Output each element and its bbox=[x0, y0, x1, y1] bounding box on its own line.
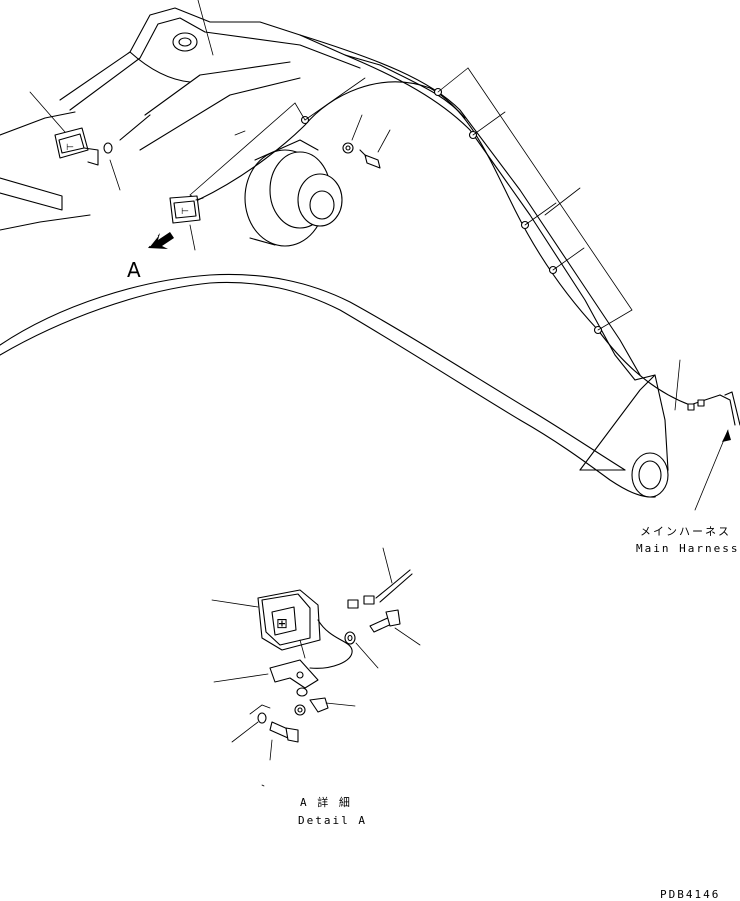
connector-1 bbox=[347, 599, 359, 609]
svg-text:⊢: ⊢ bbox=[66, 143, 74, 153]
detail-title-jp: A 詳 細 bbox=[300, 795, 352, 809]
drawing-number: PDB4146 bbox=[660, 888, 720, 901]
callout-brackets bbox=[189, 0, 681, 411]
view-arrow-a: A bbox=[127, 232, 174, 282]
working-lamp-upper: ⊢ bbox=[29, 91, 121, 191]
working-lamp-lower: ⊢ bbox=[169, 195, 204, 251]
lamp-lens-mark: ⊞ bbox=[276, 616, 288, 632]
connector-2 bbox=[363, 595, 375, 605]
detail-title-en: Detail A bbox=[298, 814, 367, 827]
bolt-washer-upper bbox=[342, 114, 391, 169]
svg-text:⊢: ⊢ bbox=[181, 207, 189, 217]
boom bbox=[0, 7, 669, 498]
harness-clips bbox=[300, 87, 705, 411]
main-harness-label-jp: メインハーネス bbox=[640, 525, 731, 538]
main-harness-label-en: Main Harness bbox=[636, 542, 739, 555]
main-harness-callout: メインハーネス Main Harness bbox=[636, 429, 739, 555]
wiring-harness bbox=[197, 81, 740, 426]
view-arrow-letter: A bbox=[127, 258, 141, 282]
detail-a: ⊞ A 詳 bbox=[211, 547, 421, 827]
